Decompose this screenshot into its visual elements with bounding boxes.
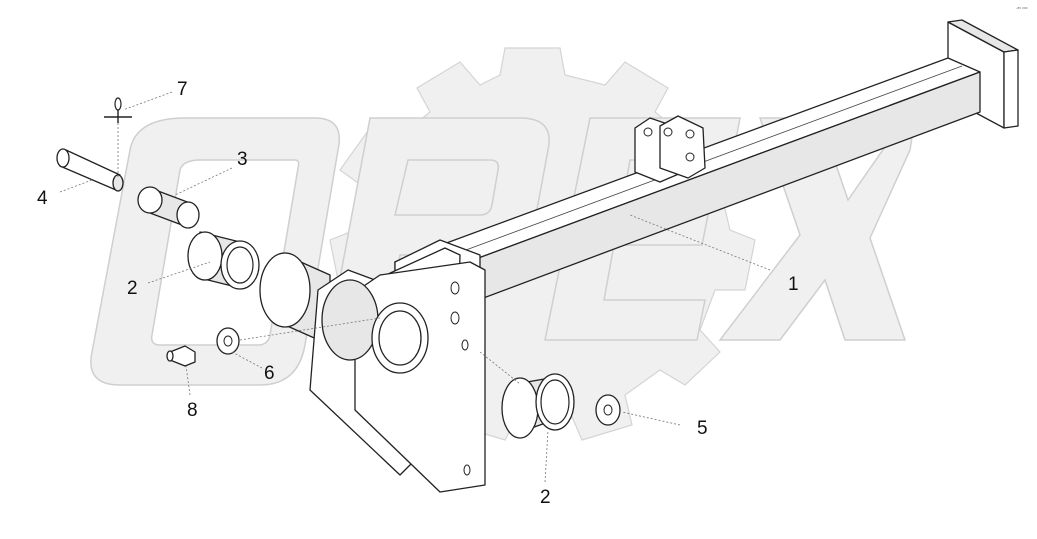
- mounting-bracket: [309, 247, 486, 493]
- callouts: 1 2 2 3 4 5 6 7 8: [37, 79, 799, 508]
- washer-large: [595, 394, 621, 426]
- callout-5: 5: [697, 418, 708, 439]
- callout-2-upper: 2: [127, 278, 138, 299]
- bushing-upper: [187, 231, 260, 290]
- callout-7: 7: [177, 79, 188, 100]
- bushing-lower: [501, 373, 575, 439]
- callout-6: 6: [264, 363, 275, 384]
- clevis-lugs: [634, 115, 706, 183]
- callout-3: 3: [237, 149, 248, 170]
- spacer-sleeve: [137, 186, 200, 229]
- leader-lines: [59, 91, 771, 483]
- callout-8: 8: [187, 400, 198, 421]
- washer-small: [216, 327, 240, 355]
- watermark-letter-x: [718, 117, 916, 341]
- cotter-pin: [104, 97, 132, 123]
- pivot-pin: [56, 148, 124, 192]
- callout-4: 4: [37, 188, 48, 209]
- corner-mark: -e• ••••: [1016, 5, 1028, 10]
- grease-fitting: [166, 345, 196, 367]
- callout-2-lower: 2: [540, 487, 551, 508]
- callout-1: 1: [788, 274, 799, 295]
